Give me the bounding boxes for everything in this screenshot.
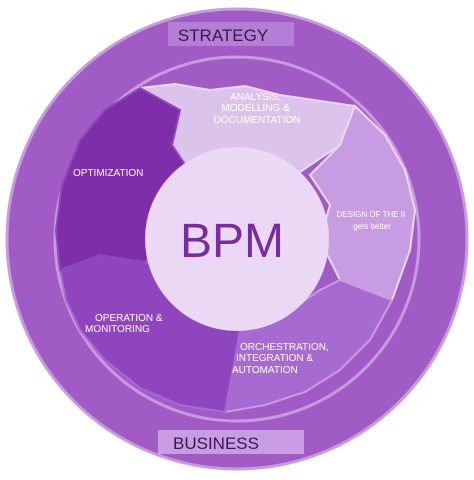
stage-operation-line-1: OPERATION & — [95, 313, 163, 324]
stage-analysis-line-1: ANALYSIS, — [230, 92, 281, 103]
stage-analysis-line-3: DOCUMENTATION — [214, 115, 301, 126]
stage-analysis-line-2: MODELLING & — [221, 103, 290, 114]
stage-label-operation: OPERATION & MONITORING — [85, 313, 165, 335]
stage-label-analysis: ANALYSIS, MODELLING & DOCUMENTATION — [214, 92, 301, 126]
stage-label-design: DESIGN OF THE II gets better — [337, 210, 408, 231]
strategy-label-box — [168, 22, 294, 46]
stage-orchestration-line-2: INTEGRATION & — [236, 353, 313, 364]
stage-label-optimization: OPTIMIZATION — [73, 168, 143, 179]
stage-operation-line-2: MONITORING — [85, 324, 150, 335]
stage-design-line-2: gets better — [353, 222, 391, 231]
strategy-label: STRATEGY — [178, 26, 268, 45]
inner-ring-edge — [53, 55, 421, 423]
center-label: BPM — [180, 215, 284, 268]
stage-label-orchestration: ORCHESTRATION, INTEGRATION & AUTOMATION — [232, 342, 332, 376]
business-label: BUSINESS — [173, 434, 259, 453]
stage-orchestration-line-3: AUTOMATION — [232, 365, 298, 376]
business-label-box — [158, 430, 304, 454]
stage-orchestration-line-1: ORCHESTRATION, — [240, 342, 329, 353]
stage-design-line-1: DESIGN OF THE II — [337, 210, 406, 219]
center-circle — [145, 147, 329, 331]
